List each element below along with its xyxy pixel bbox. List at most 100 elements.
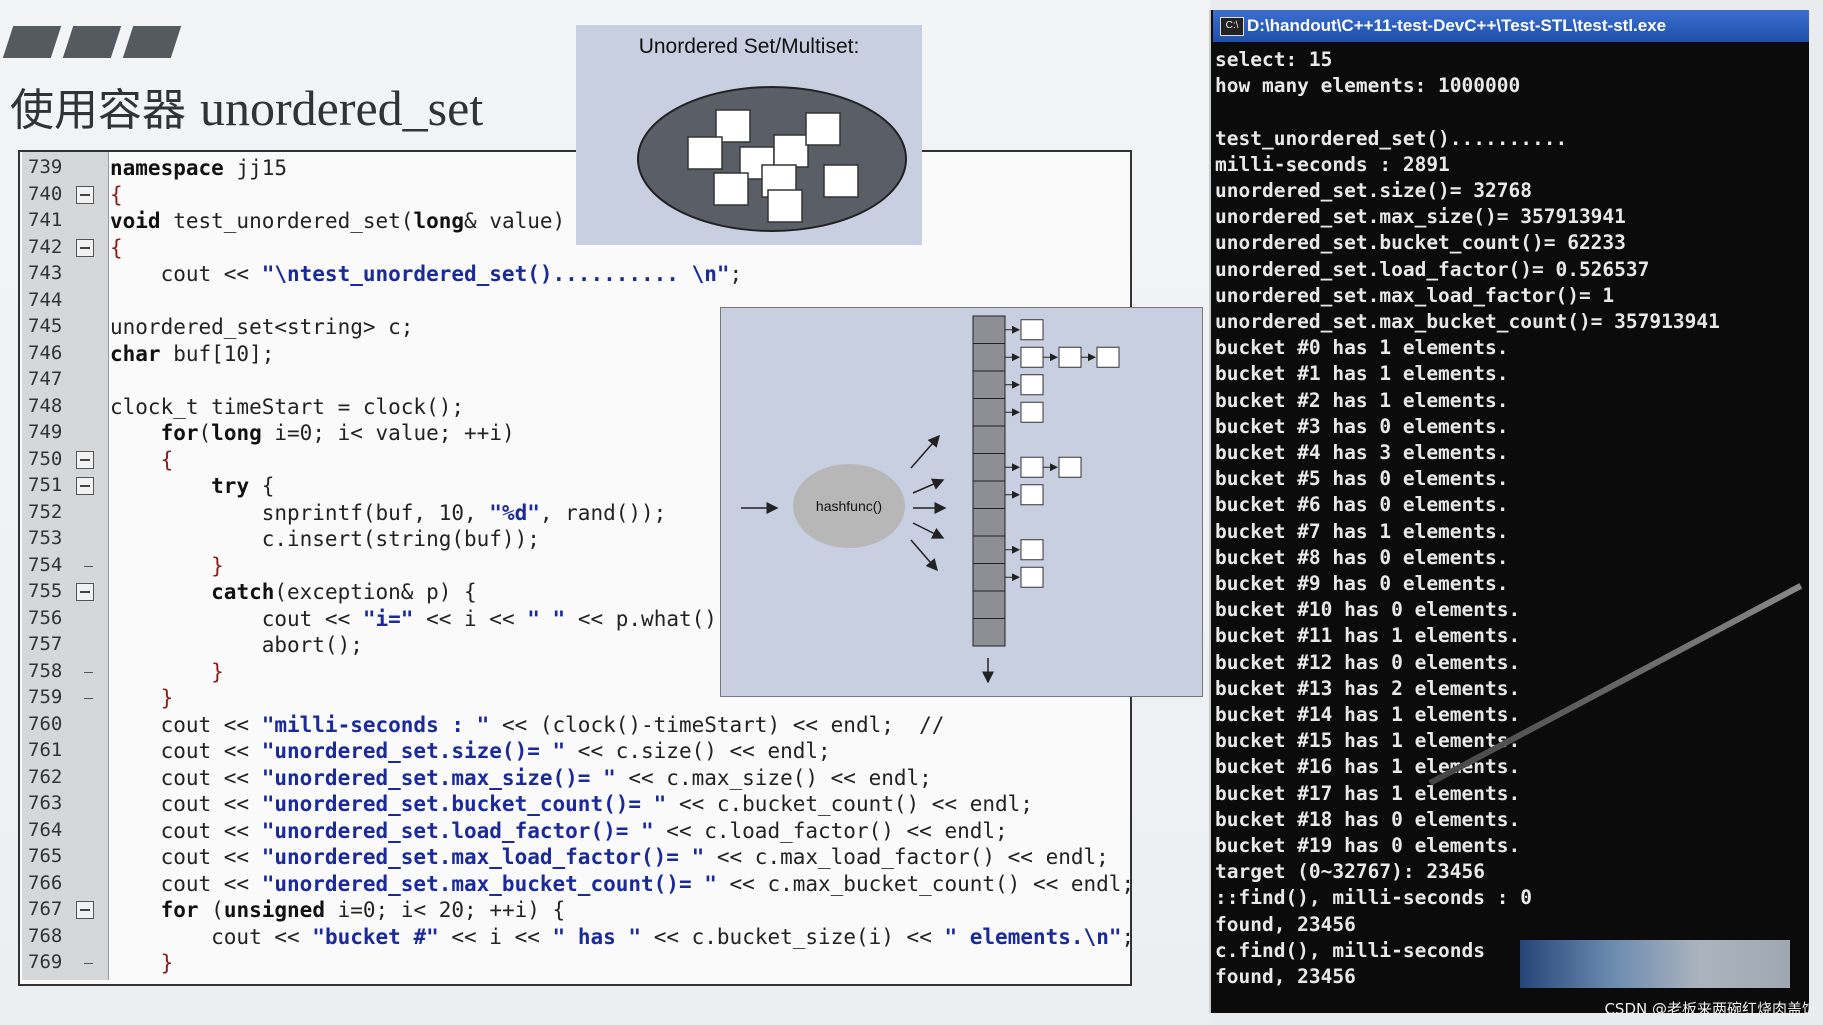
line-number: 767: [28, 898, 63, 920]
code-text: cout << "unordered_set.max_load_factor()…: [110, 845, 1109, 869]
code-text: {: [110, 235, 123, 260]
bucket-slot: [972, 480, 1006, 509]
code-line: 742{: [22, 236, 1122, 263]
line-number: 766: [28, 871, 63, 894]
code-text: try {: [211, 474, 275, 498]
line-number: 764: [28, 818, 63, 841]
line-number: 749: [28, 421, 63, 443]
console-window[interactable]: C:\ D:\handout\C++11-test-DevC++\Test-ST…: [1209, 10, 1809, 1013]
code-line: 762 cout << "unordered_set.max_size()= "…: [22, 766, 1122, 793]
console-line: found, 23456: [1215, 965, 1356, 988]
console-line: found, 23456: [1215, 912, 1356, 936]
console-line: unordered_set.max_bucket_count()= 357913…: [1215, 310, 1720, 333]
bucket-node: [1020, 346, 1044, 368]
line-number: 747: [28, 368, 63, 390]
watermark: CSDN @老板来两碗红烧肉盖饭: [1604, 1000, 1817, 1018]
console-icon: C:\: [1220, 17, 1244, 36]
code-text: c.insert(string(buf));: [110, 527, 540, 551]
code-line: 751 try {: [22, 474, 1122, 501]
title-decoration: [2, 26, 182, 58]
code-text: cout << "unordered_set.load_factor()= " …: [110, 818, 1008, 843]
code-line: 760 cout << "milli-seconds : " << (clock…: [22, 713, 1122, 740]
console-line: bucket #4 has 3 elements.: [1215, 441, 1509, 464]
code-line: 744: [22, 289, 1122, 316]
bucket-slot: [972, 370, 1006, 399]
bucket-slot: [972, 315, 1006, 344]
console-line: bucket #11 has 1 elements.: [1215, 624, 1521, 648]
fold-toggle[interactable]: [76, 185, 94, 204]
console-line: c.find(), milli-seconds: [1215, 938, 1486, 962]
bucket-node: [1058, 456, 1082, 478]
console-line: bucket #5 has 0 elements.: [1215, 467, 1509, 491]
code-line: 749 for(long i=0; i< value; ++i): [22, 421, 1122, 448]
fold-toggle[interactable]: [76, 477, 94, 495]
console-line: how many elements: 1000000: [1215, 74, 1521, 98]
console-line: unordered_set.bucket_count()= 62233: [1215, 231, 1626, 255]
console-line: bucket #18 has 0 elements.: [1215, 807, 1521, 831]
line-number: 765: [28, 845, 63, 867]
bucket-node: [1020, 319, 1044, 341]
fold-end-marker: [84, 698, 93, 699]
code-line: 759 }: [22, 686, 1122, 713]
unordered-set-figure: Unordered Set/Multiset:: [576, 25, 922, 245]
figure-caption: Unordered Set/Multiset:: [638, 35, 860, 58]
code-text: cout << "\ntest_unordered_set().........…: [110, 262, 743, 286]
bucket-node: [1058, 346, 1082, 368]
fold-toggle[interactable]: [76, 450, 94, 469]
console-line: bucket #6 has 0 elements.: [1215, 493, 1509, 517]
console-line: milli-seconds : 2891: [1215, 152, 1450, 176]
fold-toggle[interactable]: [76, 901, 94, 919]
code-text: cout << "unordered_set.max_size()= " << …: [110, 765, 932, 790]
console-title-bar[interactable]: C:\ D:\handout\C++11-test-DevC++\Test-ST…: [1213, 10, 1809, 42]
fold-end-marker: [84, 963, 93, 964]
line-number: 739: [28, 156, 63, 178]
code-text: }: [160, 951, 174, 975]
console-line: unordered_set.load_factor()= 0.526537: [1215, 257, 1650, 281]
code-text: cout << "i=" << i << " " << p.what(): [110, 606, 717, 631]
console-line: select: 15: [1215, 48, 1333, 71]
code-text: cout << "unordered_set.max_bucket_count(…: [110, 871, 1135, 896]
bucket-slot: [972, 535, 1006, 564]
console-line: bucket #8 has 0 elements.: [1215, 545, 1509, 569]
bucket-node: [1096, 346, 1120, 368]
bucket-node: [1020, 374, 1044, 396]
bucket-node: [1020, 484, 1044, 506]
bucket-node: [1020, 566, 1044, 588]
code-text: for (unsigned i=0; i< 20; ++i) {: [160, 898, 566, 922]
console-line: bucket #9 has 0 elements.: [1215, 572, 1509, 595]
code-text: for(long i=0; i< value; ++i): [160, 421, 515, 445]
console-line: bucket #13 has 2 elements.: [1215, 676, 1521, 700]
code-line: 754 }: [22, 554, 1122, 581]
set-ellipse-diagram: [637, 86, 907, 232]
fold-toggle[interactable]: [76, 238, 94, 257]
hash-table-figure: hashfunc(): [720, 307, 1203, 697]
code-text: }: [160, 686, 174, 710]
code-line: 769 }: [22, 951, 1122, 978]
hashfunc-label: hashfunc(): [816, 498, 882, 514]
slide-title-en: unordered_set: [200, 80, 484, 136]
console-line: bucket #14 has 1 elements.: [1215, 703, 1521, 726]
code-text: char buf[10];: [110, 341, 275, 366]
code-line: 768 cout << "bucket #" << i << " has " <…: [22, 924, 1134, 952]
bucket-slot: [972, 398, 1006, 427]
line-number: 762: [28, 765, 63, 788]
code-line: 740{: [22, 183, 1122, 210]
fold-end-marker: [84, 671, 93, 673]
line-number: 740: [28, 182, 63, 205]
line-number: 745: [28, 315, 63, 337]
code-line: 757 abort();: [22, 633, 1122, 660]
line-number: 756: [28, 606, 63, 629]
line-number: 769: [28, 951, 63, 973]
bucket-slot: [972, 508, 1006, 537]
code-line: 743 cout << "\ntest_unordered_set().....…: [22, 262, 1122, 289]
code-line: 755 catch(exception& p) {: [22, 580, 1122, 607]
console-line: bucket #19 has 0 elements.: [1215, 834, 1521, 857]
line-number: 744: [28, 288, 63, 311]
fold-toggle[interactable]: [76, 583, 94, 601]
line-number: 768: [28, 924, 63, 947]
